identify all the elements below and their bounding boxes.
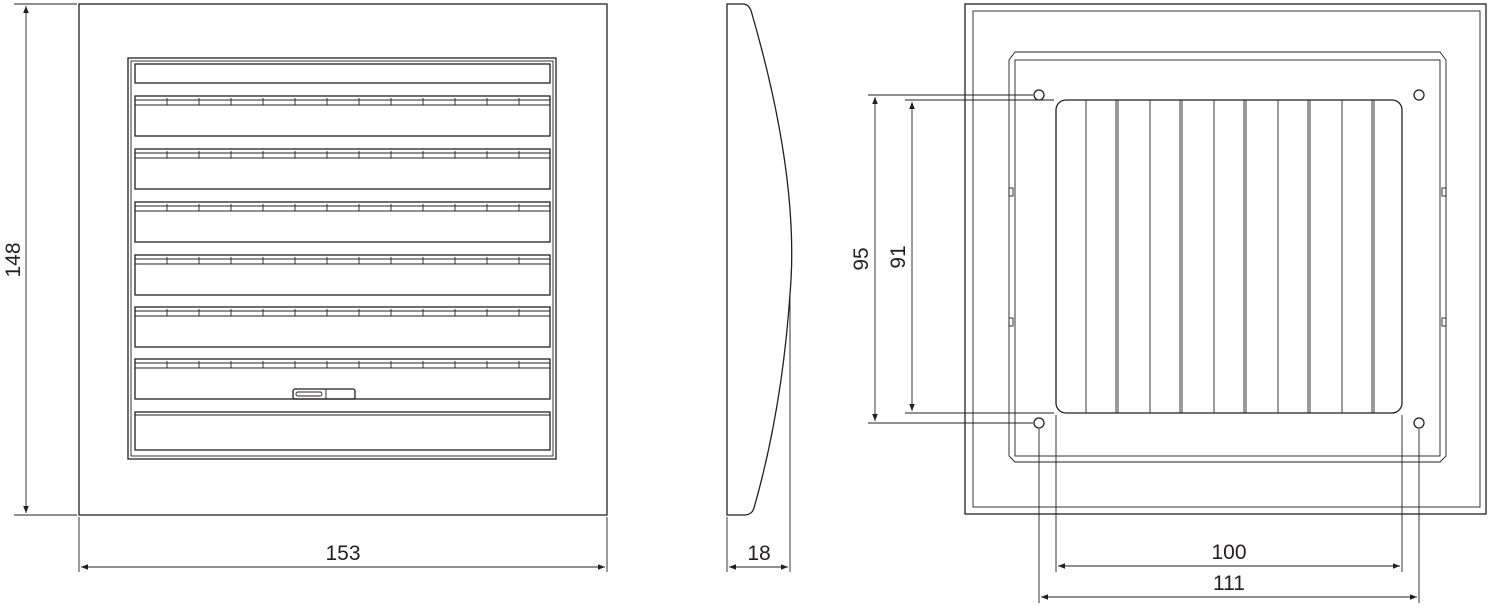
rear-slat-line [1179,100,1183,413]
rear-screw-hole-bottom-right [1413,417,1425,429]
front-slat [134,254,551,296]
front-slat [134,95,551,137]
rear-screw-hole-top-left [1033,89,1045,101]
front-slat [134,306,551,348]
rear-slat-line [1307,100,1311,413]
rear-clip-left-bottom [1008,317,1014,327]
rear-slats [1085,100,1375,413]
front-handle-slot [295,391,323,397]
rear-screw-hole-top-right [1413,89,1425,101]
front-bottom-bar [134,411,551,451]
rear-outer-frame [964,3,1487,515]
rear-clip-right-top [1441,187,1447,197]
front-slat [134,358,551,400]
front-slat [134,201,551,243]
front-view: 148 153 [2,3,608,572]
rear-opening-height-label: 91 [887,245,910,268]
rear-opening-width-label: 100 [1211,541,1246,564]
rear-mount-plate-inner [1014,59,1441,457]
rear-screw-hole-bottom-left [1033,417,1045,429]
front-height-label: 148 [2,242,25,277]
front-slat [134,148,551,190]
rear-hole-spacing-horizontal-label: 111 [1213,572,1245,595]
rear-clip-left-top [1008,187,1014,197]
front-width-label: 153 [325,542,360,565]
rear-hole-spacing-vertical-label: 95 [850,247,873,270]
rear-inner-frame [972,10,1481,508]
rear-slat-line [1243,100,1247,413]
front-grille-inner [130,60,554,457]
rear-slat-line [1115,100,1119,413]
side-depth-label: 18 [747,542,770,565]
front-outer-frame [78,3,608,516]
front-grille-outer [127,57,557,460]
front-slats [134,95,551,400]
front-handle[interactable] [292,388,356,400]
rear-grille [1055,99,1403,414]
rear-mount-plate [1008,51,1447,463]
rear-slat-line [1371,100,1375,413]
rear-view: 95 91 100 111 [850,3,1487,603]
side-view: 18 [726,3,793,572]
side-profile [726,3,793,516]
rear-clip-right-bottom [1441,317,1447,327]
front-top-bar [134,63,551,84]
